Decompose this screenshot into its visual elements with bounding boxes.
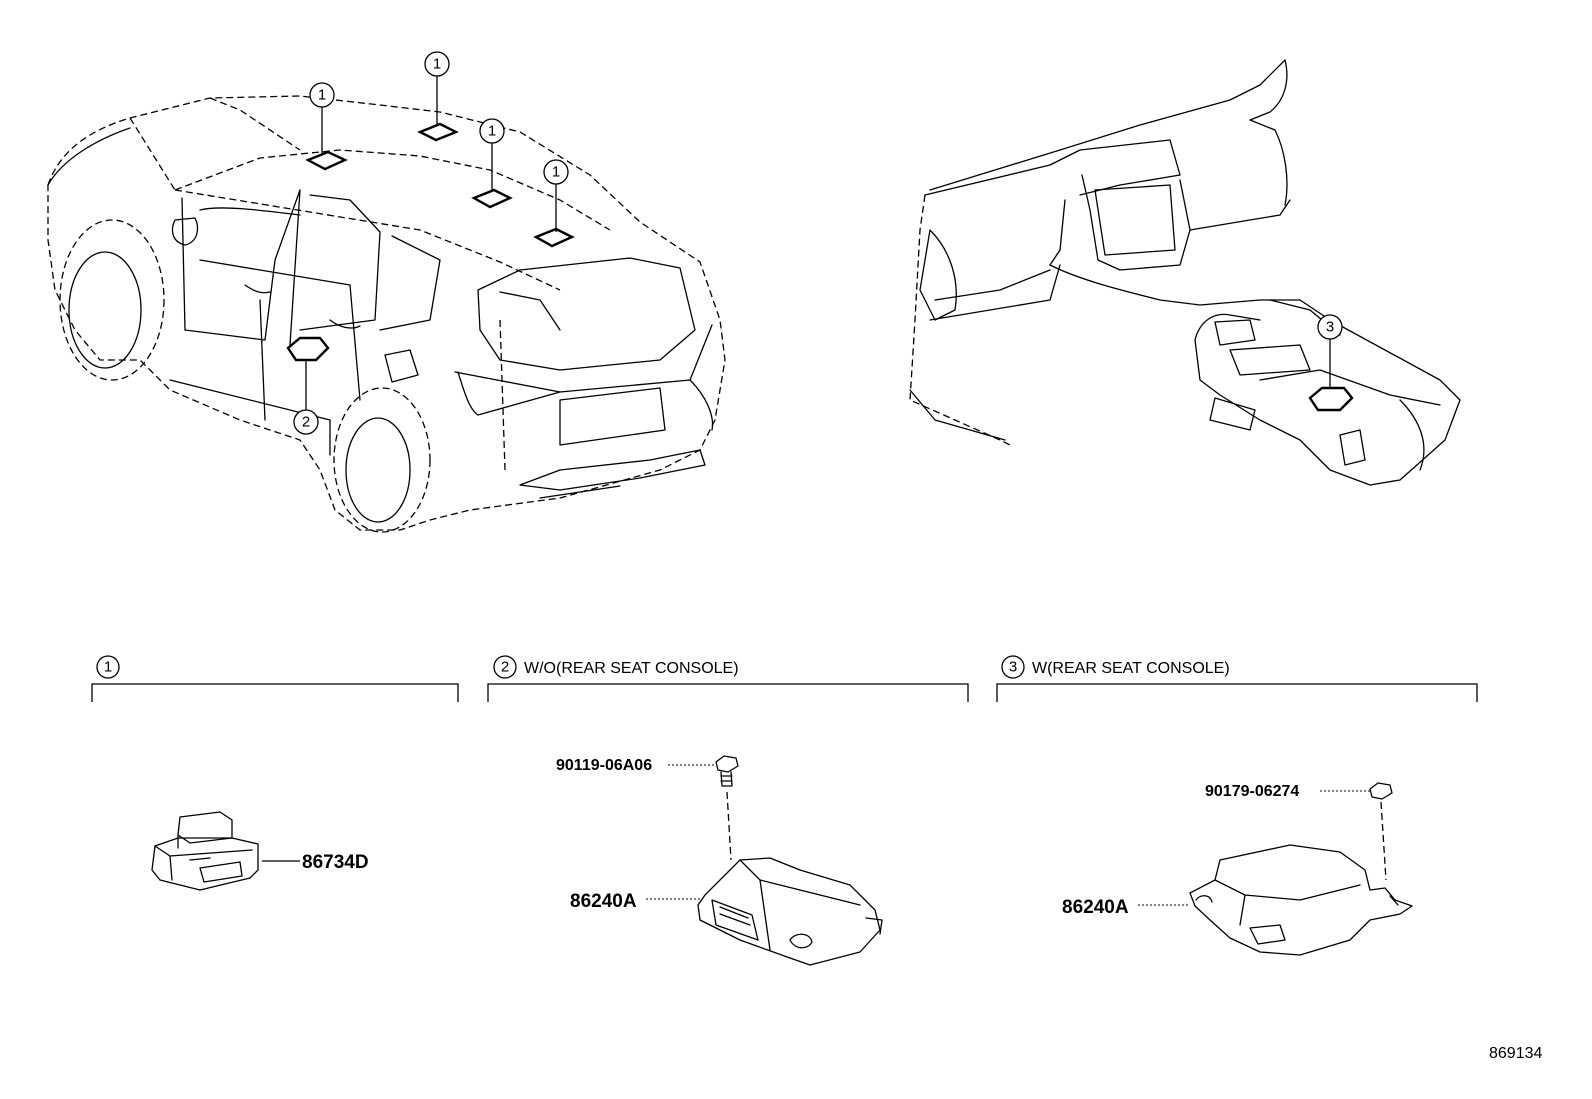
part-bolt-label: 90119-06A06 xyxy=(556,757,652,774)
section-3-condition: W(REAR SEAT CONSOLE) xyxy=(1032,660,1230,677)
section-2-callout: 2 xyxy=(501,659,509,676)
sensor-part-drawing xyxy=(151,811,259,891)
callout-2: 2 xyxy=(302,414,310,431)
section-1: 1 xyxy=(91,655,459,702)
callout-1d: 1 xyxy=(552,164,560,181)
callout-3: 3 xyxy=(1326,319,1334,336)
part-86240A-wo-label: 86240A xyxy=(570,891,637,912)
callout-1b: 1 xyxy=(433,56,441,73)
sensor-mark-1b xyxy=(417,122,459,142)
section-1-callout: 1 xyxy=(104,659,112,676)
console-illustration: 3 xyxy=(909,59,1461,486)
nut-drawing xyxy=(1369,782,1393,800)
bolt-drawing xyxy=(715,755,739,787)
ecu-mark-3 xyxy=(1308,386,1354,412)
section-3: 3 W(REAR SEAT CONSOLE) xyxy=(996,655,1478,702)
part-86734D-label: 86734D xyxy=(302,852,369,873)
ecu-w-drawing xyxy=(1189,844,1413,956)
part-nut-label: 90179-06274 xyxy=(1205,783,1299,800)
ecu-mark-2 xyxy=(286,336,330,362)
ecu-wo-drawing xyxy=(697,857,883,966)
sensor-mark-1c xyxy=(471,188,513,209)
part-86240A-w-label: 86240A xyxy=(1062,897,1129,918)
vehicle-illustration: 1 1 1 1 2 xyxy=(47,51,726,533)
illustration-number: 869134 xyxy=(1489,1045,1542,1062)
section-2-condition: W/O(REAR SEAT CONSOLE) xyxy=(524,660,739,677)
callout-1c: 1 xyxy=(488,123,496,140)
section-2: 2 W/O(REAR SEAT CONSOLE) xyxy=(487,655,969,702)
callout-1a: 1 xyxy=(318,87,326,104)
sensor-mark-1a xyxy=(305,150,348,171)
section-3-callout: 3 xyxy=(1009,659,1017,676)
sensor-mark-1d xyxy=(533,227,575,248)
